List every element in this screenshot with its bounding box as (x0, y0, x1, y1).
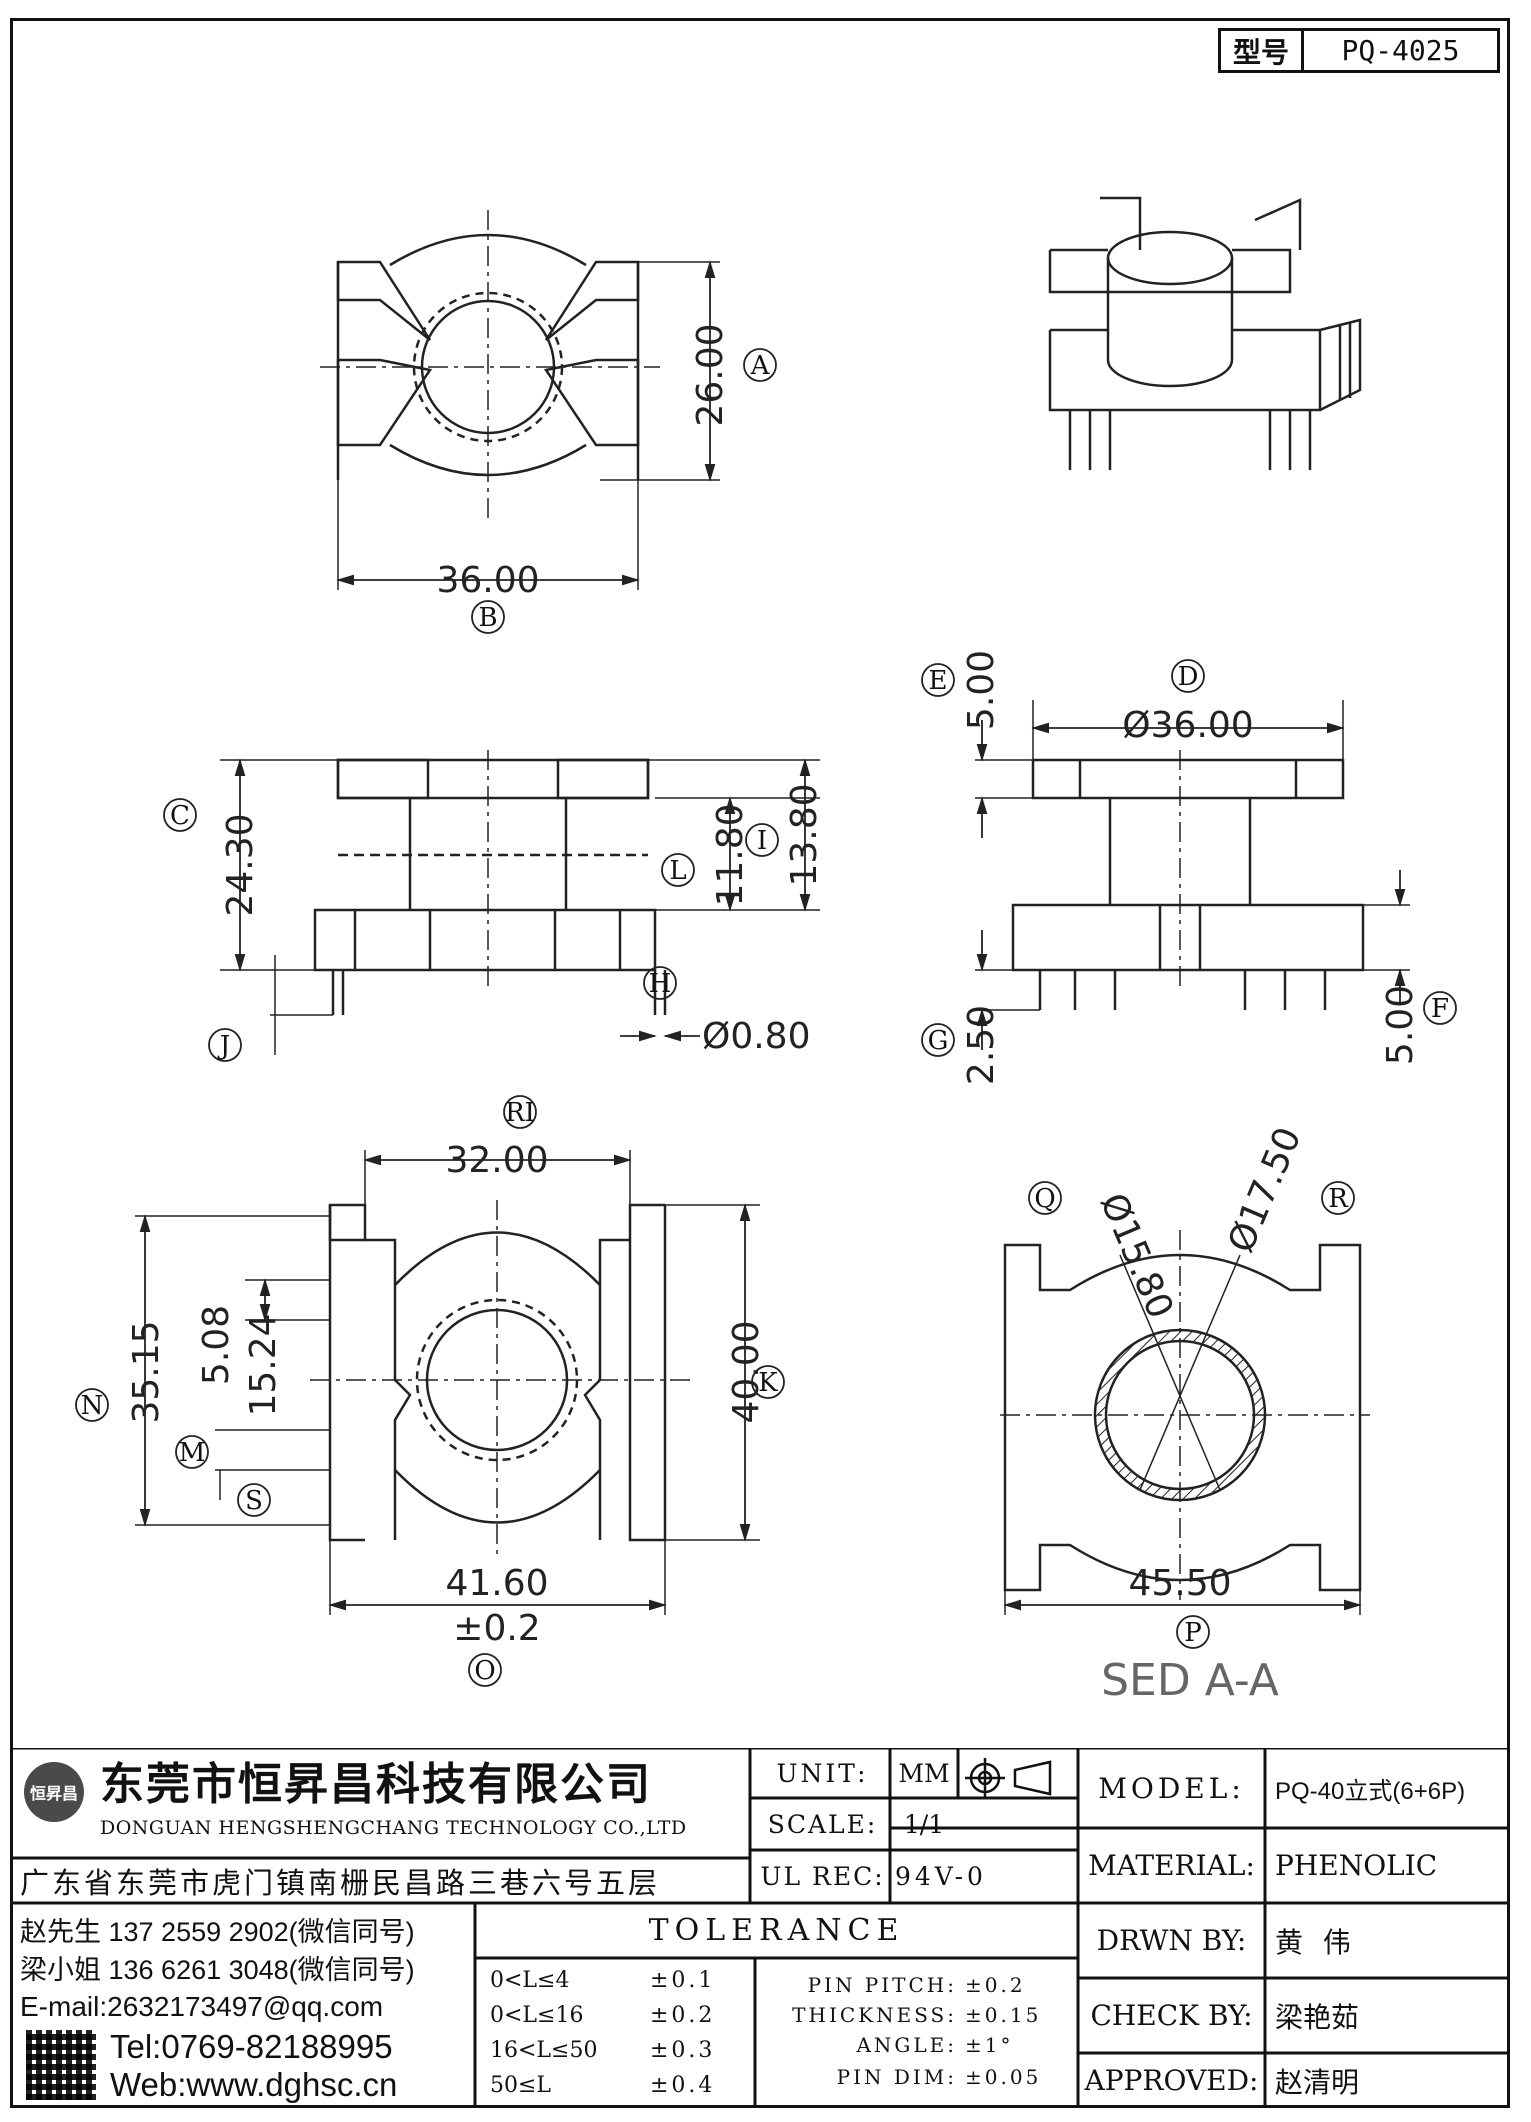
unit-value: MM (898, 1758, 950, 1788)
drawing-frame (10, 18, 1510, 2108)
dim-r: Ø17.50 (1221, 1122, 1310, 1259)
tolerance-value: ±0.3 (650, 2037, 716, 2063)
tolerance-range: 0<L≤16 (490, 2002, 584, 2028)
type-box: 型号 PQ-4025 (1218, 28, 1500, 73)
dim-o2: ±0.2 (453, 1608, 540, 1649)
model-value: PQ-40立式(6+6P) (1275, 1777, 1466, 1805)
company-address: 广东省东莞市虎门镇南栅民昌路三巷六号五层 (20, 1868, 661, 1900)
model-label: MODEL: (1098, 1771, 1245, 1805)
pin-spec-label: PIN DIM: (836, 2065, 957, 2089)
tolerance-value: ±0.4 (650, 2072, 716, 2098)
label-a: A (750, 351, 771, 381)
label-s: S (245, 1486, 263, 1516)
ulrec-value: 94V-0 (895, 1862, 987, 1891)
check-label: CHECK BY: (1090, 1999, 1253, 2032)
dim-d: Ø36.00 (1122, 705, 1253, 746)
label-ri: RI (505, 1098, 535, 1128)
tolerance-range: 50≤L (490, 2072, 552, 2098)
label-c: C (170, 801, 190, 831)
side-view (220, 750, 820, 1055)
tolerance-title: TOLERANCE (648, 1913, 905, 1948)
label-q: Q (1034, 1184, 1055, 1214)
label-j: J (217, 1031, 230, 1061)
title-block: 恒昇昌 东莞市恒昇昌科技有限公司 DONGUAN HENGSHENGCHANG … (10, 1748, 1510, 2108)
contact-1: 赵先生 137 2559 2902(微信同号) (20, 1916, 415, 1947)
label-b: B (478, 603, 497, 633)
dim-g: 2.50 (961, 1005, 1002, 1085)
label-h: H (649, 969, 672, 999)
label-n: N (81, 1391, 104, 1421)
technical-drawing: 26.00 36.00 A B 24.30 11.80 13.80 Ø0.80 … (75, 196, 1457, 1706)
drawn-label: DRWN BY: (1096, 1924, 1247, 1957)
dim-p: 45.50 (1128, 1563, 1231, 1604)
pin-spec-label: THICKNESS: (792, 2003, 957, 2027)
material-label: MATERIAL: (1088, 1849, 1255, 1882)
web: Web:www.dghsc.cn (110, 2066, 398, 2103)
dim-ri: 32.00 (445, 1140, 548, 1181)
dim-f: 5.00 (1380, 985, 1421, 1065)
qr-code-icon (26, 2030, 96, 2100)
tolerance-range: 16<L≤50 (490, 2037, 598, 2063)
approved-value: 赵清明 (1275, 2066, 1360, 2098)
type-label: 型号 (1221, 31, 1304, 70)
dim-o1: 41.60 (445, 1563, 548, 1604)
label-o: O (474, 1656, 495, 1686)
pin-spec-value: ±0.2 (965, 1973, 1026, 1997)
contact-2: 梁小姐 136 6261 3048(微信同号) (20, 1954, 415, 1985)
scale-label: SCALE: (767, 1809, 878, 1839)
dim-k: 40.00 (726, 1320, 767, 1423)
tolerance-value: ±0.2 (650, 2002, 716, 2028)
ulrec-label: UL REC: (760, 1862, 885, 1891)
dim-b: 36.00 (436, 560, 539, 601)
label-i: I (757, 826, 767, 856)
type-value: PQ-4025 (1341, 34, 1460, 67)
section-title: SED A-A (1101, 1655, 1279, 1706)
label-r: R (1328, 1184, 1349, 1214)
bottom-view (135, 1150, 760, 1615)
pin-spec-label: PIN PITCH: (807, 1973, 957, 1997)
dim-h: Ø0.80 (702, 1016, 811, 1057)
unit-label: UNIT: (776, 1758, 869, 1788)
section-view (1000, 1230, 1370, 1615)
label-f: F (1431, 994, 1449, 1024)
scale-value: 1/1 (903, 1809, 945, 1839)
tolerance-value: ±0.1 (650, 1967, 716, 1993)
label-d: D (1178, 662, 1199, 692)
email: E-mail:2632173497@qq.com (20, 1991, 384, 2022)
drawn-value: 黄 伟 (1275, 1926, 1357, 1958)
logo-text: 恒昇昌 (29, 1786, 78, 1803)
pin-spec-value: ±1° (965, 2033, 1014, 2057)
check-value: 梁艳茹 (1275, 2001, 1360, 2033)
dim-c: 24.30 (220, 813, 261, 916)
dim-m2: 15.24 (243, 1313, 284, 1416)
top-view (320, 210, 720, 590)
pin-spec-value: ±0.05 (965, 2065, 1042, 2089)
label-m: M (179, 1438, 206, 1468)
isometric-view (1048, 196, 1362, 470)
dim-n: 35.15 (126, 1320, 167, 1423)
label-e: E (929, 666, 948, 696)
label-l: L (669, 856, 686, 886)
pin-spec-value: ±0.15 (965, 2003, 1042, 2027)
front-view (975, 700, 1410, 1050)
approved-label: APPROVED: (1084, 2064, 1259, 2097)
label-p: P (1184, 1618, 1202, 1648)
title-block-grid (10, 1748, 1510, 2108)
material-value: PHENOLIC (1275, 1849, 1438, 1882)
dim-i: 13.80 (784, 783, 825, 886)
dim-m1: 5.08 (196, 1305, 237, 1385)
company-name-en: DONGUAN HENGSHENGCHANG TECHNOLOGY CO.,LT… (100, 1817, 687, 1839)
projection-symbol (965, 1758, 1052, 1798)
tel: Tel:0769-82188995 (110, 2028, 393, 2065)
company-name-cn: 东莞市恒昇昌科技有限公司 (100, 1759, 652, 1809)
dim-l: 11.80 (710, 803, 751, 906)
label-g: G (928, 1026, 949, 1056)
dim-a: 26.00 (690, 323, 731, 426)
pin-spec-label: ANGLE: (856, 2033, 957, 2057)
company-logo: 恒昇昌 (24, 1762, 84, 1822)
label-k: K (758, 1368, 778, 1398)
dim-e: 5.00 (961, 650, 1002, 730)
tolerance-range: 0<L≤4 (490, 1967, 570, 1993)
